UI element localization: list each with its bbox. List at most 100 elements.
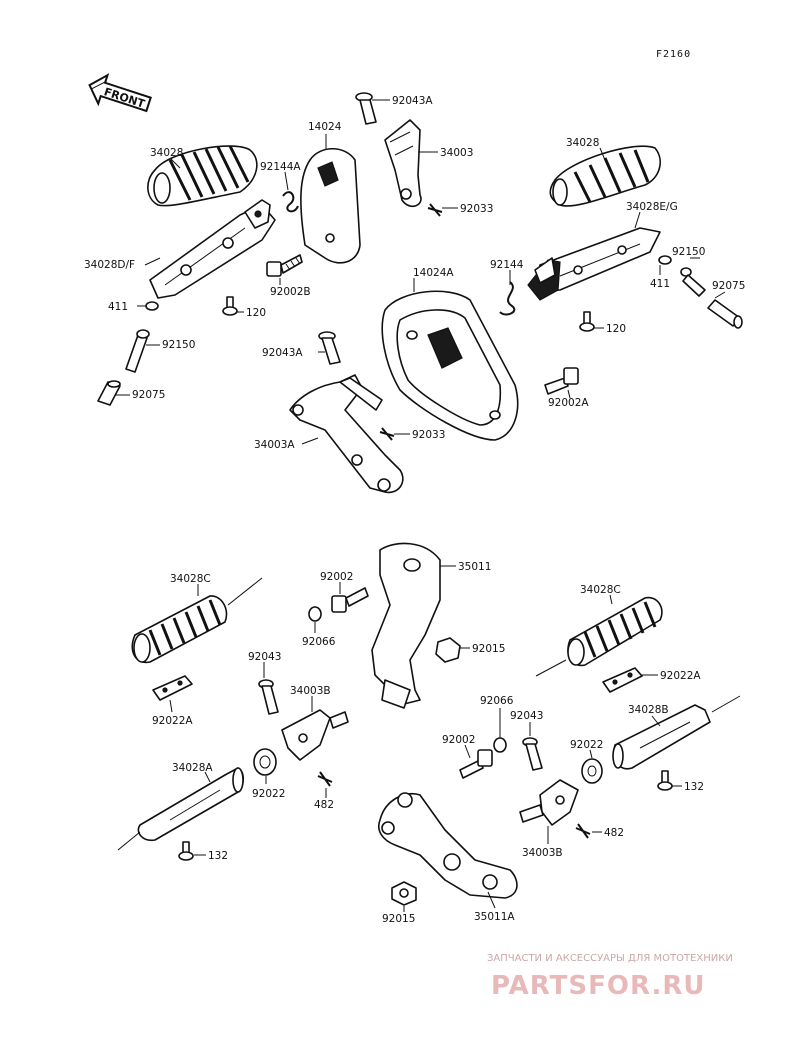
washer-92022-right-hole xyxy=(587,765,597,777)
pin-482-left xyxy=(317,771,333,787)
footpeg-rubber-34028-left xyxy=(147,145,258,207)
label-34003B-right: 34003B xyxy=(522,847,563,859)
label-92043-left: 92043 xyxy=(248,651,281,663)
label-92043A-top: 92043A xyxy=(392,95,433,107)
washer-92022-left-hole xyxy=(259,755,271,769)
label-34028B: 34028B xyxy=(628,704,669,716)
label-132-left: 132 xyxy=(208,850,228,862)
pin-92043-left xyxy=(258,679,279,715)
cap-92075-left xyxy=(97,380,121,406)
label-34028DF: 34028D/F xyxy=(84,259,135,271)
bolt-92002-mid xyxy=(459,749,493,779)
leader-34028B xyxy=(711,695,741,713)
nut-92015-top xyxy=(435,637,461,663)
bracket-34003 xyxy=(384,119,422,208)
washer-92033-top xyxy=(427,203,443,217)
heel-guard-14024 xyxy=(300,147,361,264)
label-482-right: 482 xyxy=(604,827,624,839)
bracket-34003A xyxy=(289,374,404,494)
front-arrow-icon xyxy=(88,73,152,113)
bracket-34003B-left xyxy=(281,709,349,761)
footpeg-rubber-34028-right xyxy=(549,145,661,207)
plate-92022A-right xyxy=(602,667,643,693)
footpeg-rubber-34028C-left xyxy=(131,595,228,664)
pin-92043A-mid xyxy=(318,331,341,365)
bolt-92002-top xyxy=(331,587,369,613)
label-92033-top: 92033 xyxy=(460,203,493,215)
footpeg-34028B xyxy=(612,704,711,770)
label-92015-top: 92015 xyxy=(472,643,505,655)
label-34028C-left: 34028C xyxy=(170,573,211,585)
screw-132-left xyxy=(178,841,194,861)
bracket-34003B-right xyxy=(519,779,579,826)
footpeg-34028A xyxy=(137,767,245,842)
screw-120-left xyxy=(222,296,238,316)
label-34003B-left: 34003B xyxy=(290,685,331,697)
label-34028EG: 34028E/G xyxy=(626,201,678,213)
label-92144: 92144 xyxy=(490,259,524,271)
label-120-left: 120 xyxy=(246,307,266,319)
washer-92066-top xyxy=(308,606,322,622)
label-92144A: 92144A xyxy=(260,161,301,173)
washer-92033-mid xyxy=(379,427,395,441)
label-34028C-right: 34028C xyxy=(580,584,621,596)
leader-34028C-right xyxy=(535,659,567,677)
bolt-92002A xyxy=(544,367,579,395)
label-34028A: 34028A xyxy=(172,762,213,774)
footpeg-34028EG xyxy=(527,227,661,301)
label-482-left: 482 xyxy=(314,799,334,811)
label-92043-right: 92043 xyxy=(510,710,543,722)
screw-120-right xyxy=(579,311,595,332)
watermark: ЗАПЧАСТИ И АКСЕССУАРЫ ДЛЯ МОТОТЕХНИКИ PA… xyxy=(487,953,733,1001)
pin-482-right xyxy=(575,823,591,839)
bolt-92002B xyxy=(266,254,303,277)
label-92002-top: 92002 xyxy=(320,571,353,583)
label-92022A-left: 92022A xyxy=(152,715,193,727)
label-92066-top: 92066 xyxy=(302,636,336,648)
washer-411-left xyxy=(145,301,159,311)
label-411-right: 411 xyxy=(650,278,670,290)
spring-92144 xyxy=(499,281,516,316)
label-14024: 14024 xyxy=(308,121,342,133)
label-34003: 34003 xyxy=(440,147,473,159)
nut-92015-bottom xyxy=(391,881,417,906)
label-92022A-right: 92022A xyxy=(660,670,701,682)
label-132-right: 132 xyxy=(684,781,704,793)
label-92075-left: 92075 xyxy=(132,389,165,401)
label-92150-right: 92150 xyxy=(672,246,705,258)
leader-34028C-left xyxy=(227,577,263,606)
washer-92066-right xyxy=(493,737,507,753)
screw-132-right xyxy=(657,770,673,791)
label-34028-right: 34028 xyxy=(566,137,599,149)
label-92066-right: 92066 xyxy=(480,695,514,707)
spring-92144A xyxy=(282,191,299,213)
label-92022-left: 92022 xyxy=(252,788,285,800)
leader-34028A xyxy=(117,831,141,851)
label-92075-right: 92075 xyxy=(712,280,745,292)
pin-92150-left xyxy=(125,329,150,373)
heel-guard-14024A xyxy=(381,290,519,441)
label-92015-bottom: 92015 xyxy=(382,913,415,925)
plate-92022A-left xyxy=(152,675,193,701)
label-34003A: 34003A xyxy=(254,439,295,451)
label-411-left: 411 xyxy=(108,301,128,313)
watermark-tagline: ЗАПЧАСТИ И АКСЕССУАРЫ ДЛЯ МОТОТЕХНИКИ xyxy=(487,953,733,964)
callouts: 92043A 34003 14024 34028 92144A 92033 34… xyxy=(84,95,745,925)
label-14024A: 14024A xyxy=(413,267,454,279)
diagram-ref: F2160 xyxy=(656,49,691,60)
label-35011: 35011 xyxy=(458,561,491,573)
pin-92043-right xyxy=(522,737,543,771)
pin-92150-right xyxy=(680,267,706,297)
washer-411-right xyxy=(658,255,672,265)
label-92043A-mid: 92043A xyxy=(262,347,303,359)
bracket-35011A xyxy=(378,792,518,899)
label-92022-right: 92022 xyxy=(570,739,603,751)
bracket-35011 xyxy=(371,542,441,709)
label-92033-mid: 92033 xyxy=(412,429,445,441)
label-34028-left: 34028 xyxy=(150,147,183,159)
pin-92043A-top xyxy=(355,92,377,125)
label-92002A: 92002A xyxy=(548,397,589,409)
label-92002-mid: 92002 xyxy=(442,734,475,746)
label-120-right: 120 xyxy=(606,323,626,335)
